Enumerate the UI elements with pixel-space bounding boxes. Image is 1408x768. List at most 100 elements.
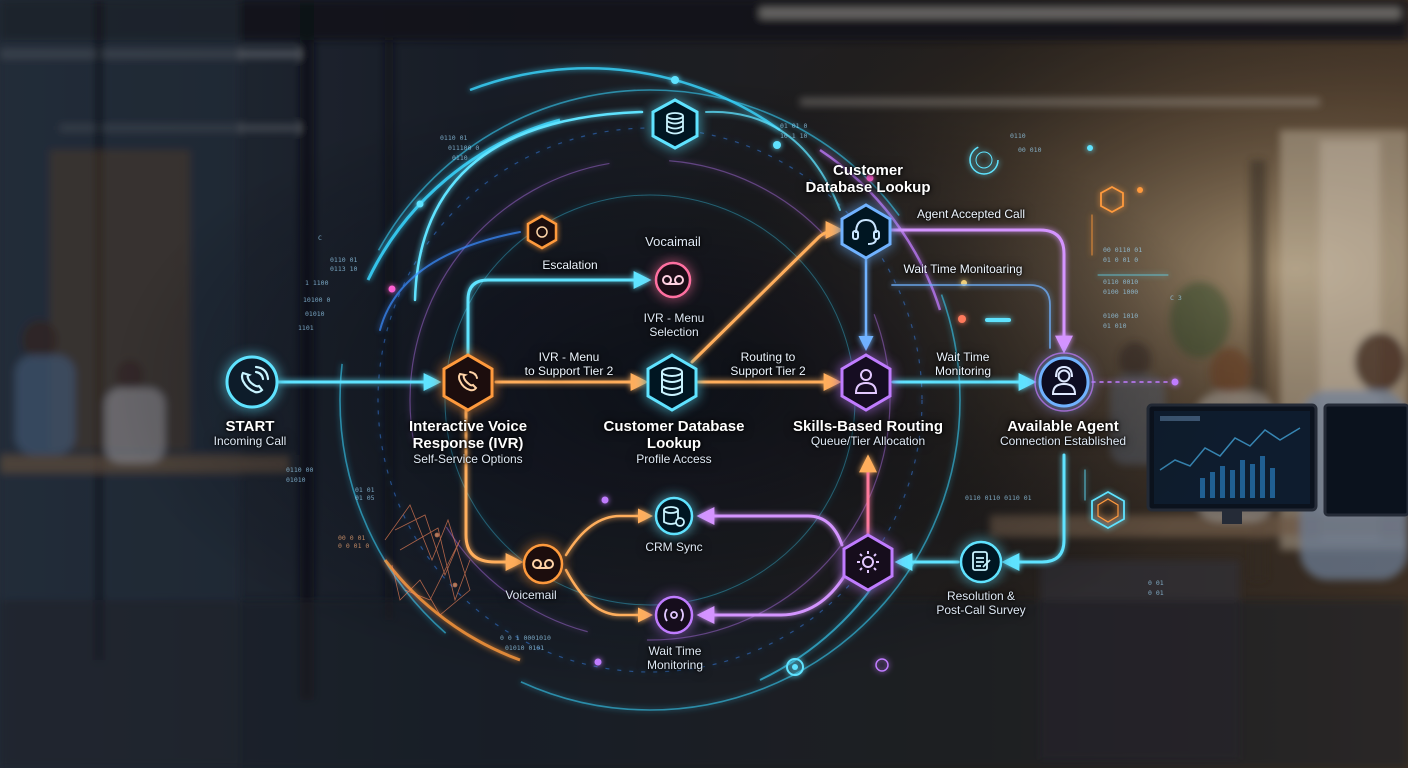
wave-icon bbox=[664, 608, 684, 622]
decorative-hex-outlines bbox=[1091, 185, 1125, 530]
svg-text:0 01: 0 01 bbox=[1148, 589, 1164, 597]
edge-wait-monitor-top bbox=[891, 284, 1051, 349]
node-db-top[interactable] bbox=[840, 203, 892, 260]
svg-text:00 0 01: 00 0 01 bbox=[338, 534, 365, 542]
label-wait-bottom: Wait Time Monitoring bbox=[646, 644, 704, 673]
node-title-line2: Response (IVR) bbox=[412, 435, 524, 453]
edge-ivr-to-voicemail-bottom bbox=[464, 408, 524, 571]
node-small-hex bbox=[526, 214, 558, 250]
node-voicemail-bottom[interactable] bbox=[522, 543, 564, 585]
svg-text:0110 00: 0110 00 bbox=[286, 466, 313, 474]
edge-small-arc bbox=[379, 231, 521, 331]
edge-top-arc bbox=[413, 110, 644, 302]
svg-text:0110 0010: 0110 0010 bbox=[1103, 278, 1138, 286]
label-db-top: Customer Database Lookup bbox=[805, 162, 930, 197]
svg-text:01 01: 01 01 bbox=[355, 486, 375, 494]
database-icon bbox=[661, 367, 683, 396]
gear-icon bbox=[857, 551, 879, 573]
label-line2: Post-Call Survey bbox=[936, 602, 1026, 617]
svg-text:1 1100: 1 1100 bbox=[305, 279, 329, 287]
edge-top-arc-right bbox=[705, 110, 841, 211]
edge-label-routing: Routing to Support Tier 2 bbox=[730, 350, 805, 379]
node-wait-bottom[interactable] bbox=[654, 595, 694, 635]
svg-text:10 1 10: 10 1 10 bbox=[780, 132, 807, 140]
label-line1: Wait Time bbox=[936, 350, 990, 364]
svg-text:01 010: 01 010 bbox=[1103, 322, 1127, 330]
label-line2: Monitoring bbox=[646, 657, 704, 672]
svg-text:01010: 01010 bbox=[305, 310, 325, 318]
survey-icon bbox=[972, 551, 991, 571]
svg-text:0110 01: 0110 01 bbox=[330, 256, 357, 264]
svg-text:01010: 01010 bbox=[286, 476, 306, 484]
decorative-dots bbox=[388, 76, 1179, 676]
node-title-line2: Lookup bbox=[646, 435, 702, 453]
node-ivr[interactable] bbox=[442, 353, 494, 412]
svg-text:0 0 01 0: 0 0 01 0 bbox=[338, 542, 369, 550]
decorative-rings bbox=[339, 67, 961, 711]
label-skills: Skills-Based Routing Queue/Tier Allocati… bbox=[793, 418, 943, 449]
label-start: START Incoming Call bbox=[214, 418, 287, 449]
svg-text:0100 1010: 0100 1010 bbox=[1103, 312, 1138, 320]
label-ivr: Interactive Voice Response (IVR) Self-Se… bbox=[409, 418, 527, 466]
edge-db-top-to-agent bbox=[888, 228, 1073, 354]
user-icon bbox=[854, 369, 878, 394]
label-line1: Wait Time bbox=[648, 644, 702, 658]
edge-label-wait-time: Wait Time Monitoring bbox=[934, 350, 992, 379]
node-agent[interactable] bbox=[1034, 352, 1094, 412]
node-crm[interactable] bbox=[654, 496, 694, 536]
svg-text:C 3: C 3 bbox=[1170, 294, 1182, 302]
node-title: START bbox=[225, 418, 275, 435]
node-settings[interactable] bbox=[842, 533, 894, 592]
svg-text:10100 0: 10100 0 bbox=[303, 296, 330, 304]
svg-text:0110: 0110 bbox=[452, 154, 468, 162]
node-skills[interactable] bbox=[840, 353, 892, 412]
phone-icon bbox=[240, 365, 270, 394]
edge-voicemail-to-wait bbox=[564, 568, 653, 623]
svg-text:01010 0101: 01010 0101 bbox=[505, 644, 544, 652]
label-line2: Selection bbox=[649, 324, 699, 339]
voicemail-icon bbox=[662, 275, 684, 285]
svg-text:011100 0: 011100 0 bbox=[448, 144, 479, 152]
node-subtitle: Profile Access bbox=[636, 451, 712, 466]
label-ivr-menu-top: IVR - Menu Selection bbox=[643, 311, 705, 340]
label-line1: IVR - Menu bbox=[538, 350, 600, 364]
label-line1: Resolution & bbox=[946, 589, 1016, 603]
svg-text:01 0 01 0: 01 0 01 0 bbox=[1103, 256, 1138, 264]
svg-text:0110: 0110 bbox=[1010, 132, 1026, 140]
node-voicemail-top[interactable] bbox=[654, 261, 692, 299]
node-title-line2: Database Lookup bbox=[805, 179, 931, 197]
svg-text:0 01: 0 01 bbox=[1148, 579, 1164, 587]
svg-text:0100 1000: 0100 1000 bbox=[1103, 288, 1138, 296]
edge-label-escalation: Escalation bbox=[542, 258, 598, 272]
node-db-center[interactable] bbox=[646, 353, 698, 412]
edge-voicemail-to-crm bbox=[564, 508, 653, 557]
node-title-line1: Customer bbox=[832, 162, 903, 179]
edge-label-agent-accepted: Agent Accepted Call bbox=[916, 207, 1026, 221]
svg-text:01 01 0: 01 01 0 bbox=[780, 122, 807, 130]
node-top-database[interactable] bbox=[651, 98, 699, 150]
label-line1: Routing to bbox=[740, 350, 796, 364]
svg-text:0110 01: 0110 01 bbox=[440, 134, 467, 142]
node-start[interactable] bbox=[225, 355, 279, 409]
flow-edges bbox=[273, 110, 1171, 624]
label-line2: Monitoring bbox=[934, 363, 992, 378]
node-resolution[interactable] bbox=[959, 540, 1003, 584]
node-subtitle: Connection Established bbox=[999, 434, 1127, 449]
edge-settings-to-wait bbox=[696, 573, 847, 624]
database-icon bbox=[666, 112, 684, 135]
node-title-line1: Customer Database bbox=[603, 418, 745, 435]
label-line1: IVR - Menu bbox=[643, 311, 705, 325]
label-voicemail-bottom: Voicemail bbox=[505, 588, 557, 602]
svg-text:0110 0110 0110 01: 0110 0110 0110 01 bbox=[965, 494, 1032, 502]
node-subtitle: Incoming Call bbox=[213, 434, 287, 449]
edge-label-ivr-menu: IVR - Menu to Support Tier 2 bbox=[525, 350, 614, 379]
edge-db-to-db-top bbox=[690, 221, 844, 364]
node-title: Skills-Based Routing bbox=[792, 418, 944, 435]
svg-text:00 010: 00 010 bbox=[1018, 146, 1042, 154]
agent-icon bbox=[1051, 365, 1077, 395]
edge-ivr-to-voicemail-top bbox=[466, 271, 652, 357]
voicemail-icon bbox=[532, 559, 554, 569]
